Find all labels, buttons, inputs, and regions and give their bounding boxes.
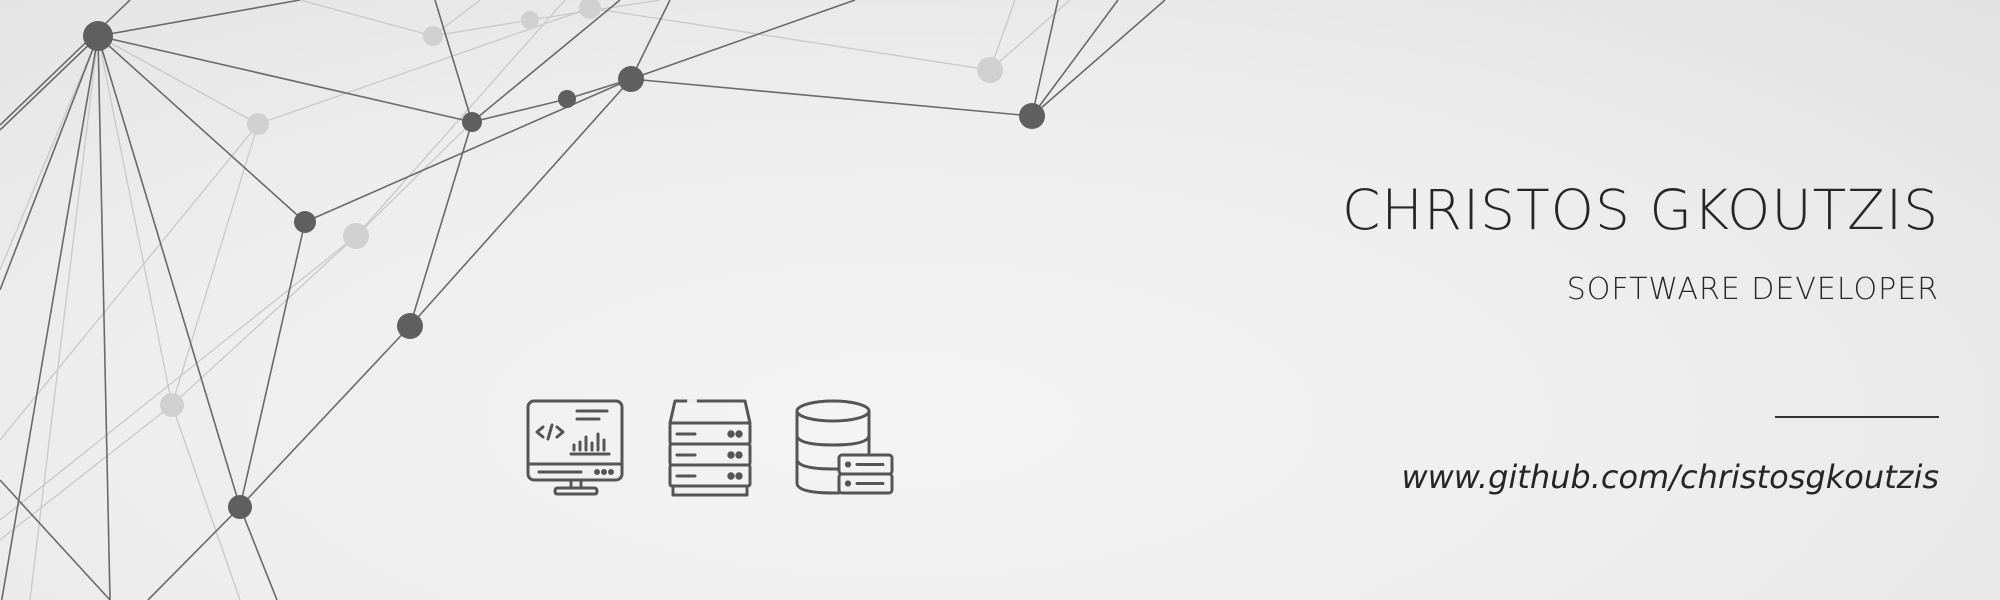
server-stack-icon (667, 398, 753, 498)
divider (1775, 416, 1939, 418)
profile-name: CHRISTOS GKOUTZIS (1341, 178, 1939, 242)
monitor-code-icon (525, 398, 625, 498)
tech-icons-row (525, 398, 895, 498)
github-link[interactable]: www.github.com/christosgkoutzis (1401, 458, 1939, 496)
profile-title: SOFTWARE DEVELOPER (1566, 272, 1939, 307)
faint-connections (0, 0, 1071, 600)
light-nodes (160, 0, 1003, 417)
dark-nodes (83, 21, 1045, 519)
database-server-icon (795, 398, 895, 498)
dark-connections (0, 0, 1166, 600)
